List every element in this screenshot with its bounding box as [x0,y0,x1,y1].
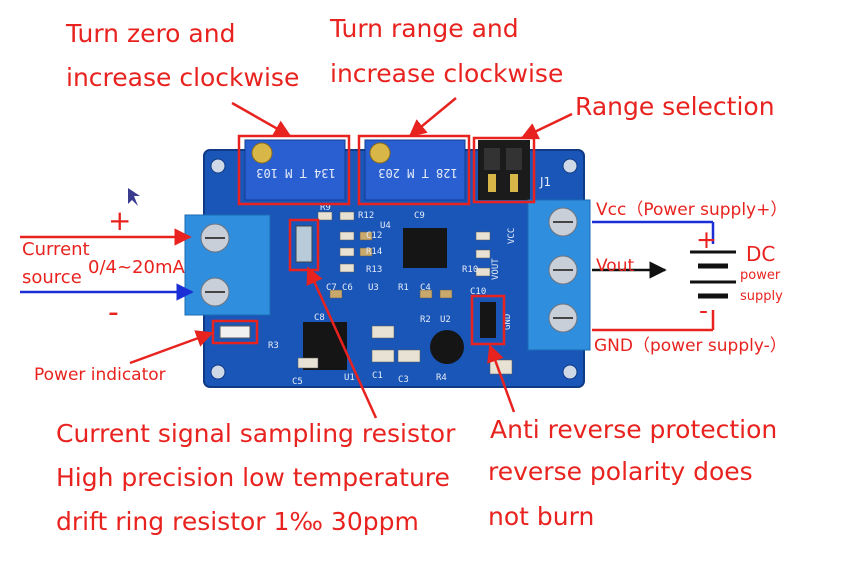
current-source-label-2: source [22,267,82,288]
svg-text:R3: R3 [268,341,279,351]
dc-plus-sign: + [696,225,717,254]
sampling-arrow [306,266,378,419]
svg-text:J1: J1 [539,175,551,189]
svg-text:R9: R9 [320,203,331,213]
current-plus-sign: + [108,204,132,237]
output-terminal [527,199,591,351]
range-selection-label: Range selection [575,92,775,121]
svg-text:C4: C4 [420,283,431,293]
svg-text:C6: C6 [342,283,353,293]
sampling-resistor [295,225,313,263]
battery-icon [690,250,736,299]
svg-text:R13: R13 [366,265,382,275]
svg-text:C10: C10 [470,287,486,297]
protection-diode [480,302,496,338]
transistor-u2 [430,330,464,364]
anti-reverse-label-1: Anti reverse protection [490,415,778,444]
dc-minus-sign: - [699,296,709,325]
anti-reverse-label-2: reverse polarity does [488,457,753,486]
turn-range-label-2: increase clockwise [330,59,564,88]
svg-text:C8: C8 [314,313,325,323]
sampling-resistor-label-1: Current signal sampling resistor [56,419,456,448]
range-arrow [408,97,457,138]
mouse-cursor-icon [128,188,140,206]
input-terminal [184,214,271,316]
current-minus-sign: - [108,295,119,330]
svg-text:C9: C9 [414,211,425,221]
range-jumper: J1 [478,140,551,200]
svg-text:R1: R1 [398,283,409,293]
op-amp-chip [403,228,447,268]
turn-range-label-1: Turn range and [330,14,519,43]
span-potentiometer: 128 T M 203 [364,139,466,201]
turn-zero-label-1: Turn zero and [66,19,236,48]
vcc-label: Vcc（Power supply+） [596,200,788,220]
svg-text:U4: U4 [380,221,391,231]
svg-text:R12: R12 [358,211,374,221]
svg-text:U2: U2 [440,315,451,325]
sampling-resistor-label-3: drift ring resistor 1‰ 30ppm [56,507,419,536]
svg-text:C1: C1 [372,371,383,381]
anti-reverse-label-3: not burn [488,502,595,531]
svg-text:C7: C7 [326,283,337,293]
dc-label: DC [746,242,776,266]
svg-text:C3: C3 [398,375,409,385]
anti-reverse-arrow [487,344,516,413]
svg-text:VOUT: VOUT [491,258,501,280]
power-indicator-label: Power indicator [34,365,166,385]
indicator-arrow [129,330,214,365]
current-source-label-1: Current [22,239,90,260]
svg-text:GND: GND [503,314,513,330]
zero-arrow [231,101,292,138]
svg-text:R4: R4 [436,373,447,383]
dc-sub-label-2: supply [740,289,783,304]
current-range-label: 0/4~20mA [88,257,185,278]
svg-text:C5: C5 [292,377,303,387]
pcb-board: 134 T M 103 128 T M 203 J1 [184,139,591,388]
vout-label: Vout [596,256,635,276]
svg-text:R10: R10 [462,265,478,275]
turn-zero-label-2: increase clockwise [66,63,300,92]
svg-text:128 T M 203: 128 T M 203 [378,166,457,180]
svg-text:R14: R14 [366,247,382,257]
gnd-label: GND（power supply-） [594,336,787,356]
sampling-resistor-label-2: High precision low temperature [56,463,450,492]
svg-text:134 T M 103: 134 T M 103 [256,166,335,180]
svg-text:U3: U3 [368,283,379,293]
svg-text:U1: U1 [344,373,355,383]
zero-potentiometer: 134 T M 103 [244,139,346,201]
svg-text:VCC: VCC [507,228,517,244]
svg-text:R2: R2 [420,315,431,325]
svg-text:C12: C12 [366,231,382,241]
selection-arrow [520,112,573,140]
dc-sub-label-1: power [740,268,781,283]
power-led [219,325,251,339]
